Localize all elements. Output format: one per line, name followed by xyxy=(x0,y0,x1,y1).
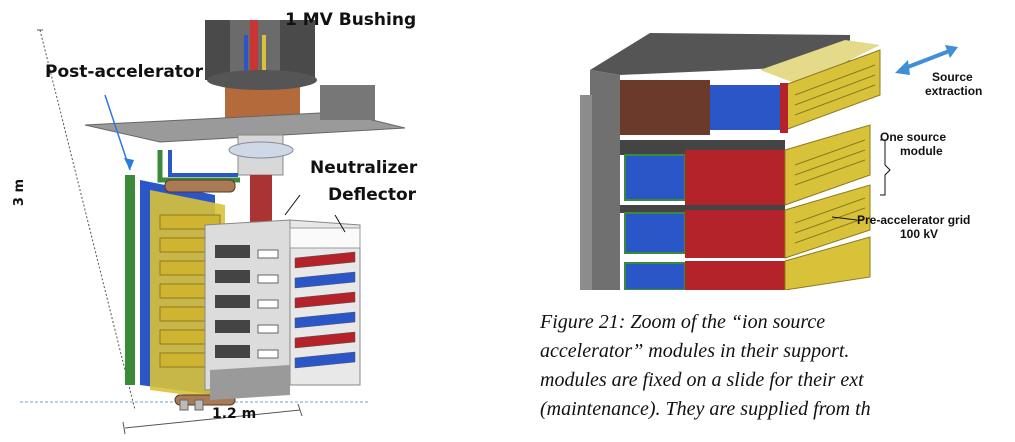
bushing-label: 1 MV Bushing xyxy=(285,10,417,30)
height-dimension-line xyxy=(39,29,136,411)
module-row-1 xyxy=(620,124,871,206)
deflector-label: Deflector xyxy=(328,185,417,205)
frame-side xyxy=(590,70,620,290)
injector-figure: 1 MV Bushing Post-accelerator Neutralize… xyxy=(0,0,470,438)
source-modules-drawing xyxy=(580,33,958,291)
neck-red-rod xyxy=(250,175,272,225)
height-label: 3 m xyxy=(12,178,28,207)
width-label: 1.2 m xyxy=(212,406,257,422)
grid-leader xyxy=(831,216,858,221)
post-accelerator-leader xyxy=(104,94,131,171)
deflector-leader xyxy=(334,214,346,233)
post-accelerator-label: Post-accelerator xyxy=(45,62,203,82)
figure-caption: Figure 21: Zoom of the “ion source accel… xyxy=(540,308,1015,424)
module-brace xyxy=(880,139,891,196)
width-dimension-line xyxy=(124,409,301,429)
source-modules-figure: Source extraction One source module Pre-… xyxy=(560,25,1015,291)
caption-line-3: modules are fixed on a slide for their e… xyxy=(540,369,864,391)
module-top-blue xyxy=(710,85,785,130)
injector-drawing xyxy=(20,20,406,435)
one-source-module-line-2: module xyxy=(900,144,943,158)
caption-line-4: (maintenance). They are supplied from th xyxy=(540,398,871,420)
neutralizer-leader xyxy=(284,194,301,216)
one-source-module-line-1: One source xyxy=(880,130,947,144)
pre-accelerator-grid-line-1: Pre-accelerator grid xyxy=(857,213,971,227)
neutralizer-label: Neutralizer xyxy=(310,158,418,178)
source-extraction-line-1: Source xyxy=(932,70,973,84)
source-extraction-line-2: extraction xyxy=(925,84,983,98)
caption-line-2: accelerator” modules in their support. xyxy=(540,340,850,362)
pre-accelerator-grid-line-2: 100 kV xyxy=(900,227,939,241)
caption-line-1: Figure 21: Zoom of the “ion source xyxy=(540,311,826,333)
